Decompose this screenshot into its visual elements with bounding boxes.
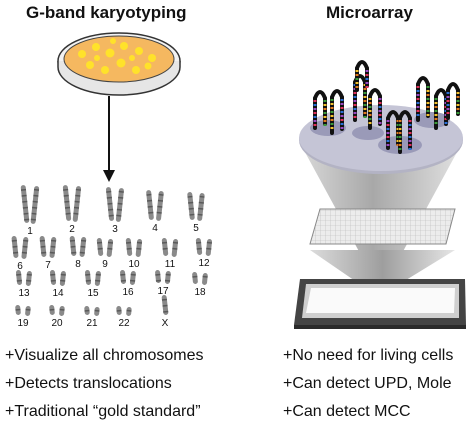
chromosome-pair-10: 10: [125, 238, 143, 270]
left-title: G-band karyotyping: [26, 3, 187, 22]
chromosome-pair-13: 13: [15, 270, 32, 299]
chromosome-label: 3: [112, 224, 118, 235]
chromosome-label: 6: [17, 261, 23, 272]
chromosome-label: 13: [18, 288, 30, 299]
chromosome-label: 15: [87, 288, 99, 299]
chromosome-pair-19: 19: [15, 305, 31, 329]
chromosome-pair-22: 22: [116, 306, 132, 329]
chromosome-label: 18: [194, 287, 206, 298]
chromosome-pair-1: 1: [20, 185, 40, 237]
dna-hairpin: [398, 110, 412, 154]
microarray-slide: [294, 250, 466, 329]
chromosome-pair-18: 18: [192, 272, 208, 298]
chromosome-pair-11: 11: [161, 238, 179, 270]
dna-hairpin: [446, 82, 460, 120]
petri-dish-icon: [57, 32, 181, 96]
dna-strands: [313, 60, 460, 154]
chromosome-label: 7: [45, 260, 51, 271]
chromosome-pair-2: 2: [62, 185, 82, 235]
left-bullet-1: +Visualize all chromosomes: [5, 347, 204, 364]
chromosome-pair-8: 8: [69, 236, 87, 270]
chromosome-label: 19: [17, 318, 29, 329]
chromosome-label: 17: [157, 286, 169, 297]
chromosome-label: 9: [102, 259, 108, 270]
right-bullet-3: +Can detect MCC: [283, 403, 411, 420]
chromosome-label: 8: [75, 259, 81, 270]
left-bullet-2: +Detects translocations: [5, 375, 172, 392]
chromosome-pair-7: 7: [39, 236, 57, 271]
chromosome-label: X: [162, 318, 169, 329]
chromosome-pair-9: 9: [96, 238, 114, 270]
dna-hairpin: [416, 76, 430, 122]
chromosome-pair-15: 15: [84, 270, 101, 299]
dna-hairpin: [368, 88, 382, 130]
chromosome-pair-5: 5: [187, 192, 205, 234]
dna-hairpin: [355, 60, 369, 92]
left-bullet-3: +Traditional “gold standard”: [5, 403, 201, 420]
chromosome-pair-14: 14: [49, 270, 66, 299]
right-bullet-1: +No need for living cells: [283, 347, 454, 364]
chromosome-label: 1: [27, 226, 33, 237]
chromosome-pair-17: 17: [155, 270, 171, 297]
dna-probe-disk: [299, 60, 463, 279]
chromosome-label: 12: [198, 258, 210, 269]
dna-hairpin: [330, 89, 344, 135]
chromosome-pair-12: 12: [195, 238, 213, 269]
chromosome-pair-21: 21: [84, 306, 100, 329]
chromosome-label: 10: [128, 259, 140, 270]
chromosome-label: 14: [52, 288, 64, 299]
chromosome-label: 21: [86, 318, 98, 329]
chromosome-label: 16: [122, 287, 134, 298]
chromosome-label: 4: [152, 223, 158, 234]
down-arrow-icon: [103, 96, 115, 182]
chromosome-label: 2: [69, 224, 75, 235]
chromosome-label: 11: [165, 259, 176, 270]
chromosome-pair-20: 20: [49, 305, 65, 329]
dna-hairpin: [313, 90, 327, 130]
chromosome-pair-X: X: [162, 295, 169, 329]
chromosome-label: 5: [193, 223, 199, 234]
chromosome-label: 20: [51, 318, 63, 329]
chromosome-pair-6: 6: [11, 236, 29, 272]
chromosome-pair-3: 3: [105, 187, 124, 235]
chromosome-label: 22: [118, 318, 130, 329]
chromosome-pair-4: 4: [146, 190, 164, 234]
array-chip: [309, 208, 456, 245]
right-bullet-list: +No need for living cells +Can detect UP…: [283, 347, 453, 431]
left-bullet-list: +Visualize all chromosomes +Detects tran…: [5, 347, 203, 431]
right-title: Microarray: [326, 3, 413, 22]
chromosome-pair-16: 16: [120, 270, 136, 298]
right-bullet-2: +Can detect UPD, Mole: [283, 375, 452, 392]
